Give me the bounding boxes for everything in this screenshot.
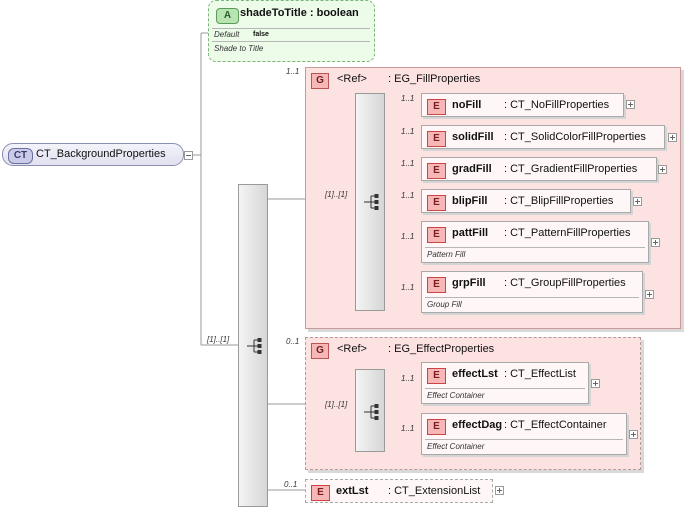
attribute-badge: A (216, 8, 239, 24)
fill-sequence-cardinality: [1]..[1] (325, 190, 348, 199)
group-name: : EG_EffectProperties (388, 343, 495, 355)
element-name: gradFill (452, 163, 492, 175)
attribute-divider-2 (212, 41, 370, 42)
element-badge: E (427, 131, 446, 147)
group-ref-label: <Ref> (337, 343, 367, 355)
attribute-default-value: false (253, 31, 269, 38)
effect-sequence-cardinality: [1]..[1] (325, 400, 348, 409)
element-cardinality: 1..1 (401, 191, 415, 200)
element-blipfill[interactable]: E blipFill : CT_BlipFillProperties (421, 189, 631, 213)
element-type: : CT_ExtensionList (388, 485, 481, 497)
element-doc: Group Fill (427, 300, 462, 309)
attribute-node[interactable]: A shadeToTitle : boolean Default false S… (208, 0, 375, 62)
expand-icon[interactable] (495, 486, 504, 495)
group-badge: G (311, 343, 329, 359)
element-badge: E (427, 163, 446, 179)
element-gradfill[interactable]: E gradFill : CT_GradientFillProperties (421, 157, 657, 181)
element-grpfill[interactable]: E grpFill : CT_GroupFillProperties Group… (421, 271, 643, 313)
element-badge: E (427, 277, 446, 293)
element-cardinality: 1..1 (401, 424, 415, 433)
expand-icon[interactable] (645, 290, 654, 299)
effect-sequence-compositor[interactable] (355, 369, 385, 452)
element-cardinality: 1..1 (401, 283, 415, 292)
element-cardinality: 1..1 (401, 232, 415, 241)
element-badge: E (427, 419, 446, 435)
sequence-icon (247, 338, 262, 354)
collapse-root-icon[interactable] (184, 151, 193, 160)
element-extlst[interactable]: E extLst : CT_ExtensionList (305, 479, 493, 503)
attribute-type: : boolean (309, 7, 359, 19)
element-name: effectDag (452, 419, 503, 431)
element-type: : CT_EffectList (504, 368, 576, 380)
element-doc: Effect Container (427, 442, 485, 451)
element-badge: E (427, 99, 446, 115)
expand-icon[interactable] (658, 165, 667, 174)
complex-type-badge: CT (8, 148, 33, 164)
element-name: effectLst (452, 368, 498, 380)
element-type: : CT_GroupFillProperties (504, 277, 626, 289)
expand-icon[interactable] (668, 133, 677, 142)
attribute-title: shadeToTitle : boolean (240, 7, 359, 19)
element-effectdag[interactable]: E effectDag : CT_EffectContainer Effect … (421, 413, 627, 455)
element-cardinality: 1..1 (401, 374, 415, 383)
fill-group-cardinality: 1..1 (286, 67, 300, 76)
element-effectlst[interactable]: E effectLst : CT_EffectList Effect Conta… (421, 362, 589, 404)
sequence-icon (364, 404, 379, 420)
expand-icon[interactable] (651, 238, 660, 247)
group-badge: G (311, 73, 329, 89)
element-type: : CT_PatternFillProperties (504, 227, 631, 239)
element-divider (425, 439, 623, 440)
attribute-doc: Shade to Title (214, 44, 264, 53)
attribute-name: shadeToTitle (240, 7, 307, 19)
element-solidfill[interactable]: E solidFill : CT_SolidColorFillPropertie… (421, 125, 665, 149)
element-badge: E (427, 227, 446, 243)
element-type: : CT_NoFillProperties (504, 99, 610, 111)
element-doc: Pattern Fill (427, 250, 466, 259)
element-divider (425, 247, 645, 248)
element-cardinality: 1..1 (401, 127, 415, 136)
element-type: : CT_BlipFillProperties (504, 195, 614, 207)
complex-type-node[interactable]: CT CT_BackgroundProperties (2, 143, 184, 166)
group-name: : EG_FillProperties (388, 73, 481, 85)
element-doc: Effect Container (427, 391, 485, 400)
group-ref-label: <Ref> (337, 73, 367, 85)
element-name: extLst (336, 485, 369, 497)
element-badge: E (427, 368, 446, 384)
element-nofill[interactable]: E noFill : CT_NoFillProperties (421, 93, 624, 117)
element-name: pattFill (452, 227, 489, 239)
element-name: solidFill (452, 131, 494, 143)
expand-icon[interactable] (626, 100, 635, 109)
element-type: : CT_GradientFillProperties (504, 163, 638, 175)
element-pattfill[interactable]: E pattFill : CT_PatternFillProperties Pa… (421, 221, 649, 263)
element-divider (425, 388, 585, 389)
extlst-cardinality: 0..1 (284, 480, 298, 489)
sequence-icon (364, 194, 379, 210)
attribute-divider (212, 28, 370, 29)
element-type: : CT_EffectContainer (504, 419, 607, 431)
element-name: noFill (452, 99, 482, 111)
attribute-default-label: Default (214, 30, 240, 39)
main-sequence-cardinality: [1]..[1] (207, 335, 230, 344)
expand-icon[interactable] (633, 197, 642, 206)
expand-icon[interactable] (629, 430, 638, 439)
element-badge: E (427, 195, 446, 211)
element-cardinality: 1..1 (401, 94, 415, 103)
complex-type-name: CT_BackgroundProperties (36, 148, 166, 160)
element-type: : CT_SolidColorFillProperties (504, 131, 646, 143)
fill-sequence-compositor[interactable] (355, 93, 385, 311)
expand-icon[interactable] (591, 379, 600, 388)
element-name: blipFill (452, 195, 488, 207)
element-cardinality: 1..1 (401, 159, 415, 168)
effect-group-cardinality: 0..1 (286, 337, 300, 346)
element-divider (425, 297, 639, 298)
element-badge: E (311, 485, 330, 501)
main-sequence-compositor[interactable] (238, 184, 268, 507)
element-name: grpFill (452, 277, 486, 289)
